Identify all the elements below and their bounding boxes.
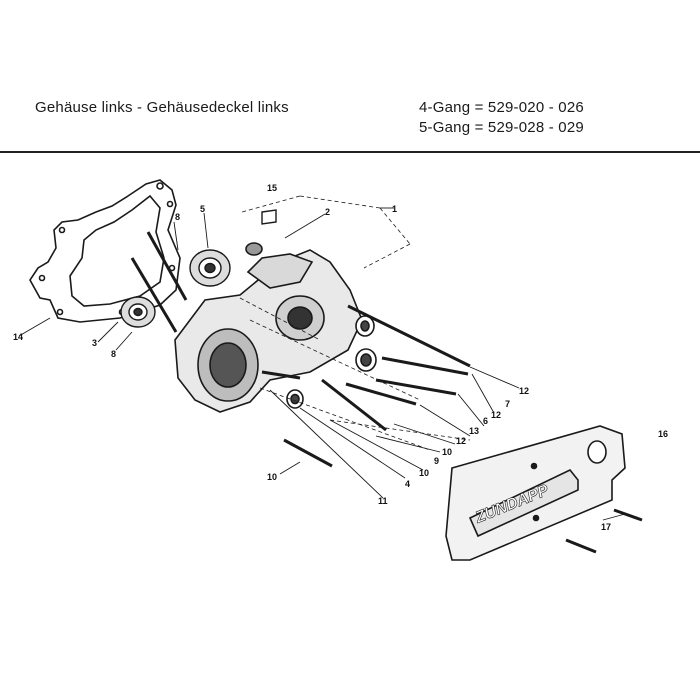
- callout-8a: 8: [175, 212, 180, 222]
- callout-12a: 12: [519, 386, 529, 396]
- callout-1: 1: [392, 204, 397, 214]
- callout-14: 14: [13, 332, 23, 342]
- callout-3: 3: [92, 338, 97, 348]
- page-title: Gehäuse links - Gehäusedeckel links: [35, 99, 289, 116]
- callout-4: 4: [405, 479, 410, 489]
- bearing-part-5: [189, 249, 231, 287]
- bearing-part-3: [120, 296, 156, 328]
- plug-part-15: [261, 209, 277, 225]
- callout-10a: 10: [442, 447, 452, 457]
- callout-labels: 1 2 3 4 5 6 7 8 8 9 10 10 10 11 12 12 12…: [13, 183, 668, 532]
- header-divider: [0, 151, 700, 153]
- callout-11: 11: [378, 496, 388, 506]
- callout-13: 13: [469, 426, 479, 436]
- callout-8b: 8: [111, 349, 116, 359]
- callout-12b: 12: [491, 410, 501, 420]
- clutch-cover-part-16: ZUNDAPP: [445, 425, 626, 561]
- callout-12c: 12: [456, 436, 466, 446]
- construction-lines: [239, 195, 471, 451]
- stud-part-8: [130, 231, 188, 333]
- callout-16: 16: [658, 429, 668, 439]
- callout-17: 17: [601, 522, 611, 532]
- callout-10c: 10: [267, 472, 277, 482]
- crankcase-housing: [174, 242, 363, 413]
- callout-6: 6: [483, 416, 488, 426]
- gasket-part-14: [29, 179, 181, 323]
- screw-parts: [261, 304, 471, 468]
- callout-9: 9: [434, 456, 439, 466]
- callout-7: 7: [505, 399, 510, 409]
- callout-2: 2: [325, 207, 330, 217]
- callout-15: 15: [267, 183, 277, 193]
- pin-parts-17: [565, 508, 643, 554]
- gear5-part-range: 5-Gang = 529-028 - 029: [419, 119, 584, 136]
- gear4-part-range: 4-Gang = 529-020 - 026: [419, 99, 584, 116]
- leader-lines: [18, 207, 626, 521]
- callout-5: 5: [200, 204, 205, 214]
- callout-10b: 10: [419, 468, 429, 478]
- oil-seal-parts: [286, 315, 377, 409]
